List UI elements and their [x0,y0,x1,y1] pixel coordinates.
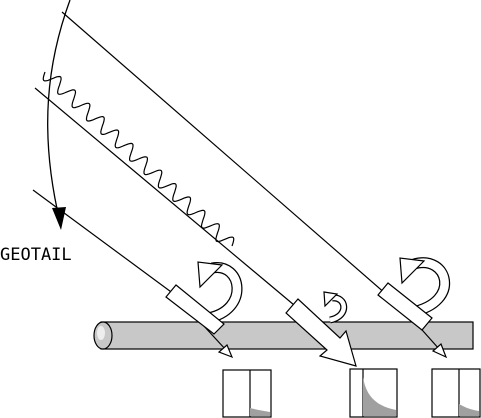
distribution-panel-3 [431,368,481,418]
distribution-panel-1 [222,369,272,418]
geotail-trajectory [47,0,71,223]
plasma-sheet-tube [93,321,474,350]
thin-arrow-1-head [217,343,234,359]
wave [42,71,235,247]
trajectory-arrowhead [52,207,66,230]
geotail-label: GEOTAIL [0,245,72,265]
field-line-3 [32,189,183,301]
tube-end-highlight [97,326,105,340]
vortex-arrow-1 [197,261,243,324]
flow-arrow-2 [285,298,357,367]
flow-arrow-3 [377,282,433,331]
flow-arrow-1 [165,284,225,335]
field-line-2 [34,87,301,311]
thin-arrow-2-head [431,342,448,359]
vortex-arrow-3 [399,257,450,318]
vortex-arrow-2 [323,291,348,324]
distribution-panel-2 [349,368,398,418]
